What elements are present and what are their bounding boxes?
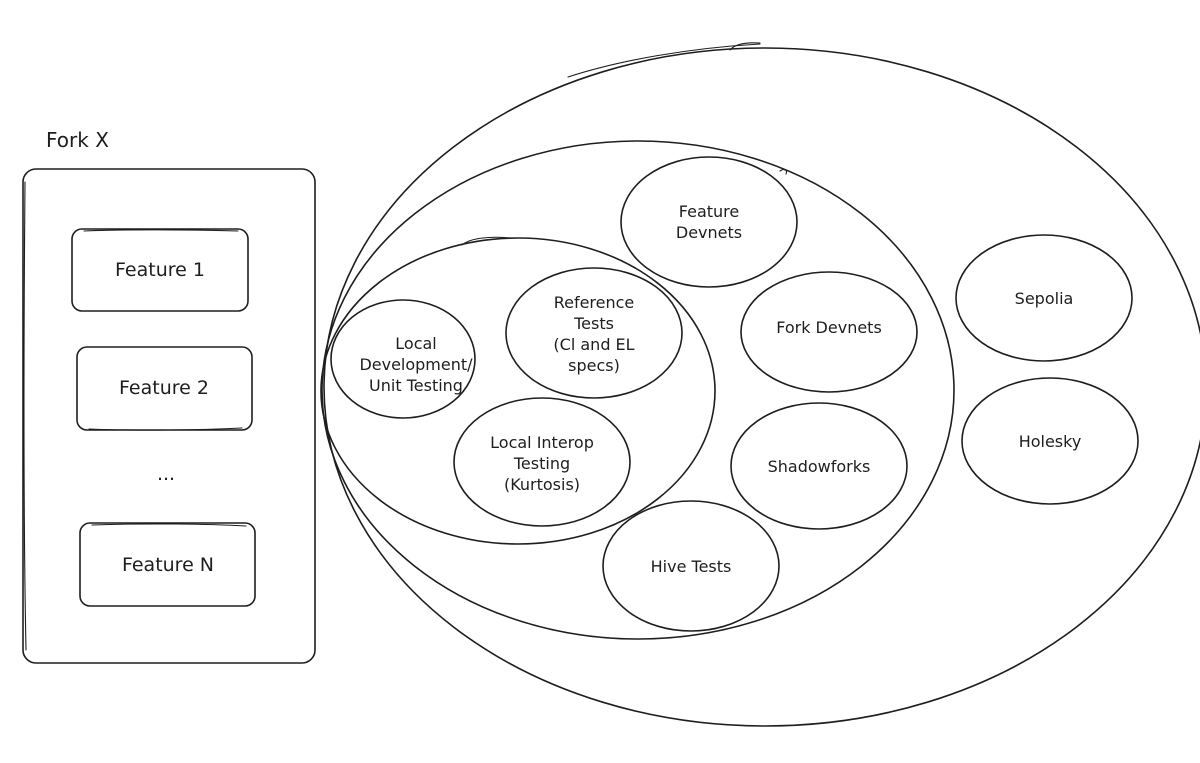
shadowforks-circle: Shadowforks — [730, 402, 908, 530]
local-dev-circle: Local Development/ Unit Testing — [330, 299, 476, 419]
feature-devnets-line-2: Devnets — [676, 223, 742, 242]
interop-line-3: (Kurtosis) — [504, 475, 580, 494]
feature-devnets-circle: Feature Devnets — [620, 156, 798, 288]
reference-line-1: Reference — [554, 293, 635, 312]
local-dev-line-2: Development/ — [359, 355, 473, 374]
sepolia-label: Sepolia — [1015, 289, 1074, 308]
fork-devnets-label: Fork Devnets — [776, 318, 882, 337]
local-dev-line-3: Unit Testing — [369, 376, 463, 395]
feature-box-n: Feature N — [79, 522, 256, 607]
shadowforks-label: Shadowforks — [768, 457, 871, 476]
feature-box-2: Feature 2 — [76, 346, 253, 431]
feature-devnets-line-1: Feature — [679, 202, 739, 221]
holesky-label: Holesky — [1019, 432, 1082, 451]
inner-ellipse — [320, 236, 716, 545]
local-dev-line-1: Local — [395, 334, 436, 353]
feature-box-1: Feature 1 — [71, 228, 249, 312]
reference-line-2: Tests — [573, 314, 614, 333]
fork-title: Fork X — [46, 128, 109, 152]
feature-1-label: Feature 1 — [115, 259, 205, 281]
hive-tests-circle: Hive Tests — [602, 500, 780, 632]
reference-tests-circle: Reference Tests (Cl and EL specs) — [505, 267, 683, 399]
reference-line-3: (Cl and EL — [553, 335, 634, 354]
fork-devnets-circle: Fork Devnets — [740, 271, 918, 393]
hive-tests-label: Hive Tests — [651, 557, 732, 576]
middle-ellipse — [321, 140, 955, 640]
feature-2-label: Feature 2 — [119, 377, 209, 399]
holesky-circle: Holesky — [961, 377, 1139, 505]
outer-ellipse — [323, 42, 1200, 727]
local-interop-circle: Local Interop Testing (Kurtosis) — [453, 397, 631, 527]
interop-line-1: Local Interop — [490, 433, 594, 452]
feature-ellipsis: ... — [157, 463, 175, 485]
sepolia-circle: Sepolia — [955, 234, 1133, 362]
feature-n-label: Feature N — [122, 554, 214, 576]
interop-line-2: Testing — [513, 454, 570, 473]
reference-line-4: specs) — [568, 356, 620, 375]
fork-container — [22, 168, 316, 664]
